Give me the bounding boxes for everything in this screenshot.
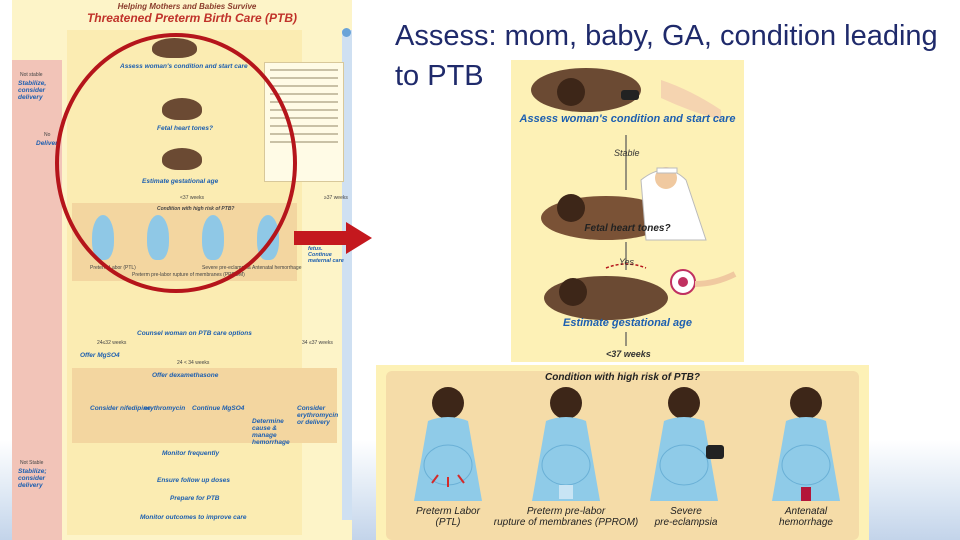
condition-preeclampsia-label: Severe pre-eclampsia <box>626 506 746 528</box>
poster-no: No <box>44 132 51 138</box>
red-arrow-icon <box>294 222 372 254</box>
assess-title: Assess woman's condition and start care <box>519 113 736 125</box>
fetal-heart-title: Fetal heart tones? <box>584 223 671 234</box>
poster-erythromycin: erythromycin <box>144 405 186 412</box>
poster-2432: 24≤32 weeks <box>97 340 127 346</box>
poster-step-monitor: Monitor frequently <box>162 450 220 457</box>
poster-gte37: ≥37 weeks <box>324 195 348 201</box>
slide-headline: Assess: mom, baby, GA, condition leading… <box>395 20 938 92</box>
condition-pprom-line1: Preterm pre-labor <box>526 506 606 517</box>
lt37-label: <37 weeks <box>606 349 651 359</box>
poster-consider-ery: Consider erythromycin or delivery <box>297 405 339 426</box>
poster-step-counsel: Counsel woman on PTB care options <box>137 330 252 337</box>
poster-step-prepare: Prepare for PTB <box>170 495 220 502</box>
poster-stabilize-2: Stabilize; consider delivery <box>18 468 47 489</box>
highlight-circle <box>55 33 297 293</box>
poster-right-column <box>342 30 352 520</box>
poster-step-follow: Ensure follow up doses <box>157 477 230 484</box>
condition-hemorrhage-line2: hemorrhage <box>779 517 833 528</box>
condition-pprom-label: Preterm pre-labor rupture of membranes (… <box>491 506 641 528</box>
poster-subtitle: Helping Mothers and Babies Survive <box>117 2 257 11</box>
condition-hemorrhage-label: Antenatal hemorrhage <box>746 506 866 528</box>
conditions-illustrations <box>414 387 840 501</box>
conditions-title: Condition with high risk of PTB? <box>545 372 700 383</box>
poster-left-column <box>12 60 62 540</box>
yes-label: Yes <box>619 257 635 267</box>
condition-pprom-line2: rupture of membranes (PPROM) <box>493 517 639 528</box>
poster-timeline-dot <box>342 28 351 37</box>
condition-preeclampsia-line1: Severe <box>670 506 702 517</box>
poster-offer-dexa: Offer dexamethasone <box>152 372 219 379</box>
condition-ptl-line1: Preterm Labor <box>416 506 480 517</box>
condition-ptl-label: Preterm Labor (PTL) <box>388 506 508 528</box>
poster-2434: 24 < 34 weeks <box>177 360 210 366</box>
poster-continue-mgso4: Continue MgSO4 <box>192 405 245 412</box>
assessment-zoom-panel: Assess woman's condition and start care … <box>511 60 744 362</box>
poster-not-stable: Not stable <box>20 72 43 78</box>
poster-stabilize: Stabilize, consider delivery <box>18 80 47 101</box>
poster-nifedipine: Consider nifedipine <box>90 405 151 412</box>
poster-condition-4: Antenatal hemorrhage <box>252 265 302 271</box>
poster-not-stable-2: Not Stable <box>20 460 44 466</box>
poster-offer-mgso4: Offer MgSO4 <box>80 352 120 359</box>
stable-label: Stable <box>614 148 640 158</box>
poster-determine: Determine cause & manage hemorrhage <box>252 418 290 446</box>
condition-hemorrhage-line1: Antenatal <box>784 506 828 517</box>
poster-title: Threatened Preterm Birth Care (PTB) <box>86 11 298 25</box>
conditions-zoom-panel: Condition with high risk of PTB? Pr <box>376 365 869 540</box>
poster-step-outcomes: Monitor outcomes to improve care <box>140 514 247 521</box>
poster-deliver: Deliver <box>36 140 58 147</box>
condition-ptl-line2: (PTL) <box>435 517 461 528</box>
condition-preeclampsia-line2: pre-eclampsia <box>654 517 718 528</box>
poster-dexamethasone-band <box>72 368 337 443</box>
estimate-ga-title: Estimate gestational age <box>563 317 692 329</box>
assessment-illustrations <box>531 68 737 346</box>
poster-3437: 34 ≤37 weeks <box>302 340 333 346</box>
